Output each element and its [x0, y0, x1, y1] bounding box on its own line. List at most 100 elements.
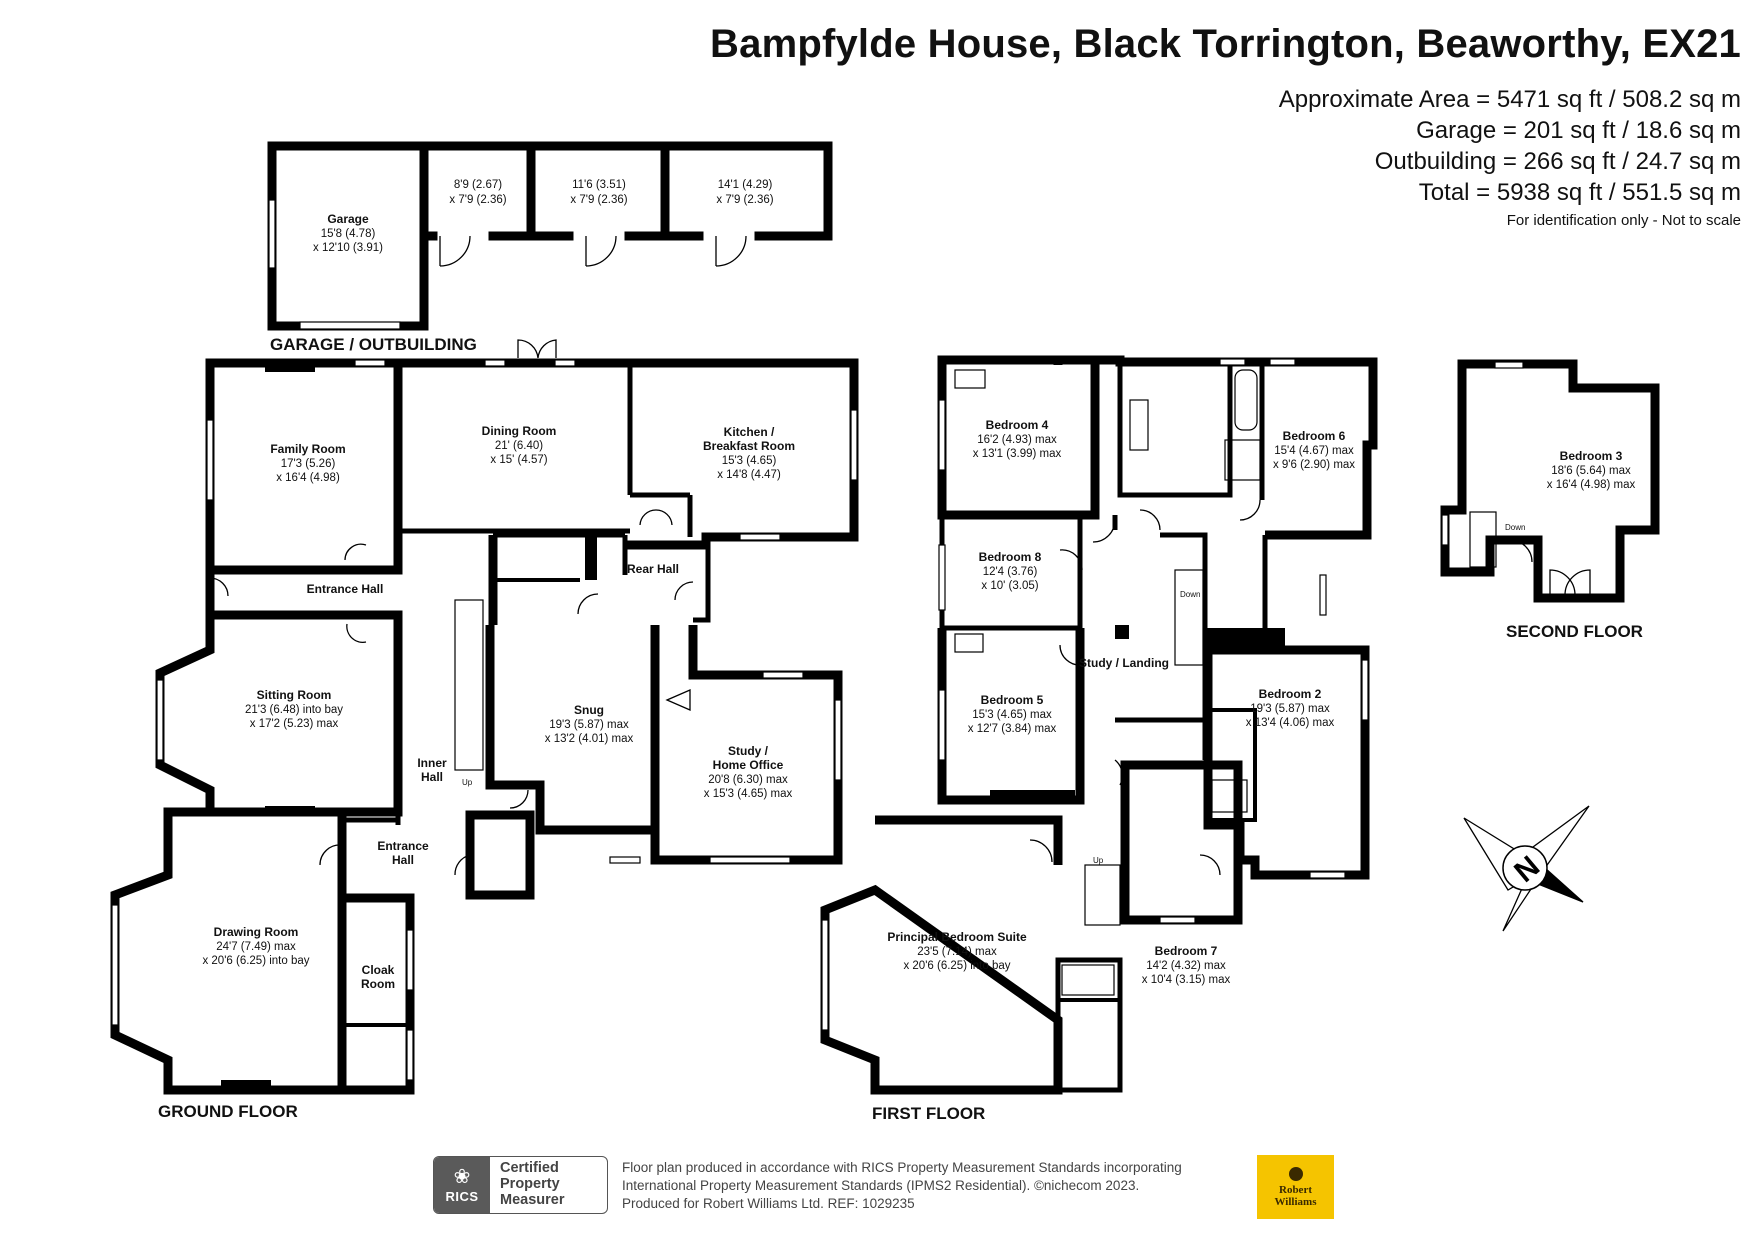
bedroom-5-dim-1: 15'3 (4.65) max [972, 709, 1052, 721]
study-dim-1: 20'8 (6.30) max [708, 774, 788, 786]
kitchen-dim-2: x 14'8 (4.47) [717, 469, 781, 481]
bedroom-4-dim-1: 16'2 (4.93) max [977, 434, 1057, 446]
principal-bedroom-name: Principal Bedroom Suite [887, 930, 1027, 944]
bedroom-5-name: Bedroom 5 [981, 693, 1044, 707]
area-summary: Approximate Area = 5471 sq ft / 508.2 sq… [1279, 84, 1741, 208]
rics-badge-text: Certified Property Measurer [490, 1157, 607, 1213]
dining-room-dim-1: 21' (6.40) [495, 440, 543, 452]
bedroom-3-name: Bedroom 3 [1560, 449, 1623, 463]
bedroom-8-name: Bedroom 8 [979, 550, 1042, 564]
drawing-room-dim-2: x 20'6 (6.25) into bay [202, 955, 309, 967]
study-dim-2: x 15'3 (4.65) max [704, 788, 793, 800]
outbuilding-3-dim-1: 14'1 (4.29) [718, 179, 773, 191]
garage-dim-2: x 12'10 (3.91) [313, 242, 383, 254]
floor-label-ground: GROUND FLOOR [158, 1102, 298, 1121]
study-name-2: Home Office [713, 758, 784, 772]
footer-notice: Floor plan produced in accordance with R… [622, 1159, 1182, 1213]
cloak-room-name-1: Cloak [362, 963, 395, 977]
logo-line-2: Williams [1274, 1195, 1317, 1208]
principal-bedroom-dim-2: x 20'6 (6.25) into bay [903, 960, 1010, 972]
rics-word: RICS [445, 1188, 479, 1204]
footer-line: Floor plan produced in accordance with R… [622, 1160, 1182, 1175]
disclaimer: For identification only - Not to scale [1506, 212, 1741, 229]
bedroom-7-name: Bedroom 7 [1155, 944, 1218, 958]
badge-line: Property [500, 1176, 560, 1192]
kitchen-name-2: Breakfast Room [703, 439, 795, 453]
sitting-room-dim-2: x 17'2 (5.23) max [250, 718, 339, 730]
inner-hall-name-2: Hall [421, 770, 443, 784]
dining-room-name: Dining Room [482, 424, 557, 438]
area-outbuilding: Outbuilding = 266 sq ft / 24.7 sq m [1374, 148, 1741, 175]
stair-down-label-first: Down [1180, 590, 1200, 599]
bedroom-4-name: Bedroom 4 [986, 418, 1049, 432]
sitting-room-dim-1: 21'3 (6.48) into bay [245, 704, 343, 716]
snug-name: Snug [574, 703, 604, 717]
kitchen-name-1: Kitchen / [724, 425, 775, 439]
study-landing-name: Study / Landing [1079, 656, 1169, 670]
badge-line: Certified [500, 1160, 559, 1176]
bedroom-3-dim-1: 18'6 (5.64) max [1551, 465, 1631, 477]
bedroom-6-name: Bedroom 6 [1283, 429, 1346, 443]
family-room-name: Family Room [270, 442, 345, 456]
family-room-dim-1: 17'3 (5.26) [281, 458, 336, 470]
dining-room-dim-2: x 15' (4.57) [490, 454, 547, 466]
bedroom-8-dim-2: x 10' (3.05) [981, 580, 1038, 592]
logo-line-1: Robert [1279, 1183, 1312, 1196]
page-title: Bampfylde House, Black Torrington, Beawo… [710, 22, 1741, 66]
garage-dim-1: 15'8 (4.78) [321, 228, 376, 240]
badge-line: Measurer [500, 1192, 565, 1208]
area-total: Total = 5938 sq ft / 551.5 sq m [1418, 179, 1741, 206]
bedroom-3-dim-2: x 16'4 (4.98) max [1547, 479, 1636, 491]
principal-bedroom-dim-1: 23'5 (7.14) max [917, 946, 997, 958]
drawing-room-name: Drawing Room [214, 925, 299, 939]
footer-line: Produced for Robert Williams Ltd. REF: 1… [622, 1196, 915, 1211]
snug-dim-1: 19'3 (5.87) max [549, 719, 629, 731]
entrance-hall-top-name: Entrance Hall [307, 582, 384, 596]
outbuilding-3-dim-2: x 7'9 (2.36) [716, 194, 773, 206]
ground-floor-walls [110, 339, 859, 1095]
robert-williams-logo: Robert Williams [1257, 1155, 1334, 1219]
entrance-hall-low-name-1: Entrance [377, 839, 429, 853]
bedroom-7-dim-2: x 10'4 (3.15) max [1142, 974, 1231, 986]
bedroom-2-dim-1: 19'3 (5.87) max [1250, 703, 1330, 715]
cloak-room-name-2: Room [361, 977, 395, 991]
bedroom-4-dim-2: x 13'1 (3.99) max [973, 448, 1062, 460]
footer-line: International Property Measurement Stand… [622, 1178, 1140, 1193]
bedroom-7-dim-1: 14'2 (4.32) max [1146, 960, 1226, 972]
area-approximate: Approximate Area = 5471 sq ft / 508.2 sq… [1278, 86, 1741, 113]
rics-logo: ❀ RICS [434, 1157, 490, 1213]
bedroom-5-dim-2: x 12'7 (3.84) max [968, 723, 1057, 735]
bedroom-2-dim-2: x 13'4 (4.06) max [1246, 717, 1335, 729]
stair-up-label-first: Up [1093, 856, 1104, 865]
crest-icon [1288, 1166, 1303, 1181]
floor-label-first: FIRST FLOOR [872, 1104, 985, 1123]
area-garage: Garage = 201 sq ft / 18.6 sq m [1416, 117, 1741, 144]
snug-dim-2: x 13'2 (4.01) max [545, 733, 634, 745]
drawing-room-dim-1: 24'7 (7.49) max [216, 941, 296, 953]
garage-name: Garage [327, 212, 369, 226]
outbuilding-1-dim-1: 8'9 (2.67) [454, 179, 502, 191]
study-name-1: Study / [728, 744, 769, 758]
outbuilding-2-dim-2: x 7'9 (2.36) [570, 194, 627, 206]
stair-down-label-second: Down [1505, 523, 1525, 532]
entrance-hall-low-name-2: Hall [392, 853, 414, 867]
second-floor-walls [1440, 359, 1660, 603]
rics-emblem-icon: ❀ [453, 1165, 471, 1188]
bedroom-2-name: Bedroom 2 [1259, 687, 1322, 701]
garage-outbuilding-walls [267, 141, 833, 331]
outbuilding-2-dim-1: 11'6 (3.51) [572, 179, 626, 191]
kitchen-dim-1: 15'3 (4.65) [722, 455, 777, 467]
bedroom-6-dim-2: x 9'6 (2.90) max [1273, 459, 1355, 471]
inner-hall-name-1: Inner [417, 756, 447, 770]
stair-up-label: Up [462, 778, 473, 787]
bedroom-6-dim-1: 15'4 (4.67) max [1274, 445, 1354, 457]
rics-certified-badge: ❀ RICS Certified Property Measurer [433, 1156, 608, 1214]
outbuilding-1-dim-2: x 7'9 (2.36) [449, 194, 506, 206]
floor-label-second: SECOND FLOOR [1506, 622, 1643, 641]
floor-label-garage: GARAGE / OUTBUILDING [270, 335, 477, 354]
compass-rose [1463, 805, 1590, 932]
family-room-dim-2: x 16'4 (4.98) [276, 472, 340, 484]
first-floor-walls [820, 355, 1378, 1095]
sitting-room-name: Sitting Room [257, 688, 332, 702]
